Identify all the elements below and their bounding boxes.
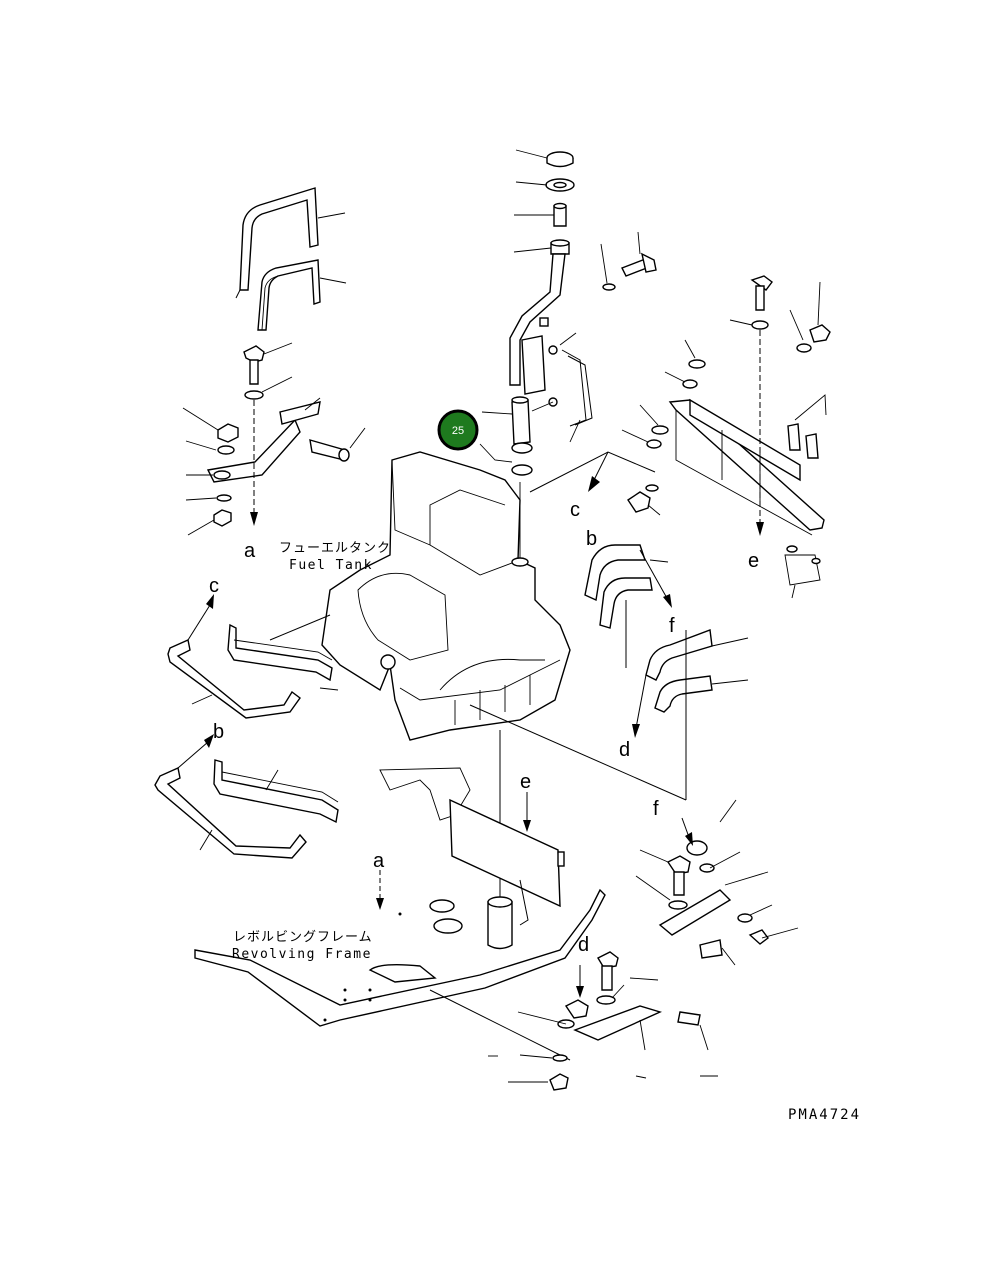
lower-right-fasteners — [488, 799, 799, 1091]
ref-letter-e-bottom: e — [520, 771, 531, 793]
right-straps-group — [469, 544, 749, 801]
ref-letter-f-right: f — [669, 615, 675, 637]
ref-letter-e-right: e — [748, 550, 759, 572]
ref-letter-f-bottom: f — [653, 798, 659, 820]
ref-letter-c-right: c — [570, 499, 580, 521]
right-cover-group — [529, 275, 831, 599]
ref-letter-b-right: b — [586, 528, 597, 550]
revolving-frame-label-jp: レボルビングフレーム — [233, 930, 373, 945]
revolving-frame — [194, 767, 606, 1061]
ref-letter-d-bottom: d — [578, 934, 589, 956]
ref-letter-a-top: a — [244, 540, 256, 562]
part-callout-25[interactable]: 25 — [437, 409, 479, 451]
ref-letter-d-right: d — [619, 739, 630, 761]
revolving-frame-label-en: Revolving Frame — [232, 947, 372, 962]
filler-neck-group — [479, 149, 657, 476]
fuel-tank-label-jp: フューエルタンク — [279, 541, 391, 556]
ref-letter-a-bottom: a — [373, 850, 385, 872]
left-straps-group — [154, 594, 339, 859]
callout-number: 25 — [452, 425, 464, 437]
ref-letter-b-mid: b — [213, 721, 224, 743]
left-handrail-group — [182, 187, 366, 536]
fuel-tank — [321, 451, 571, 900]
drawing-code: PMA4724 — [788, 1107, 861, 1123]
ref-letter-c-left: c — [209, 575, 219, 597]
callout-badge[interactable] — [437, 409, 479, 451]
fuel-tank-label-en: Fuel Tank — [289, 558, 373, 573]
